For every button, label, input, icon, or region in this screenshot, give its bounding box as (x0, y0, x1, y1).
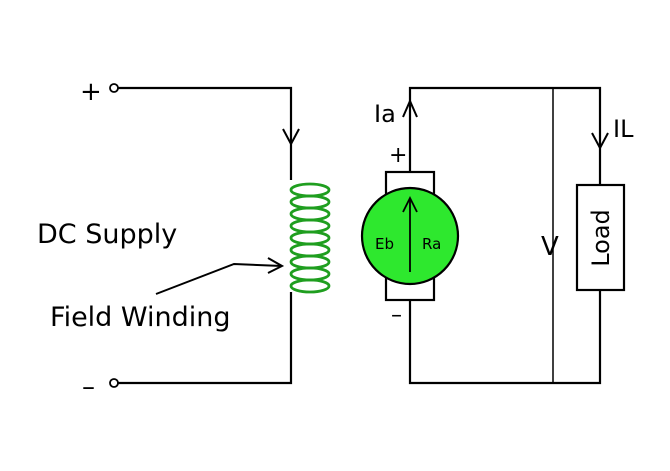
supply-negative-label: – (82, 372, 95, 402)
armature-negative-label: – (391, 303, 402, 328)
field-circuit: + – DC Supply Field Winding (37, 77, 331, 402)
armature-circuit: Eb Ra Ia + – V IL Load (360, 86, 634, 385)
supply-positive-terminal[interactable] (109, 83, 119, 93)
armature-current-label: Ia (374, 100, 396, 128)
load-label: Load (587, 209, 615, 267)
load-box[interactable] (575, 183, 626, 292)
armature-positive-label: + (389, 143, 407, 168)
armature-emf-arrow-head (402, 195, 418, 213)
armature-current-arrow (402, 98, 418, 118)
field-bottom-wire (118, 292, 293, 385)
field-winding-pointer (155, 262, 283, 295)
armature-bottom-wire (408, 290, 602, 385)
armature-top-wire (408, 86, 602, 185)
back-emf-label: Eb (375, 235, 394, 253)
field-top-wire (118, 86, 293, 180)
load-current-label: IL (613, 115, 634, 143)
supply-positive-label: + (80, 77, 102, 107)
load-current-arrow (591, 132, 609, 151)
terminal-voltage-label: V (541, 232, 559, 262)
armature-resistance-label: Ra (422, 235, 441, 253)
supply-negative-terminal[interactable] (109, 378, 119, 388)
dc-supply-label: DC Supply (37, 219, 177, 250)
field-winding-label: Field Winding (50, 302, 231, 333)
field-winding-pointer-head (267, 257, 285, 274)
field-winding-coil (289, 182, 331, 294)
field-current-arrow (282, 128, 300, 147)
